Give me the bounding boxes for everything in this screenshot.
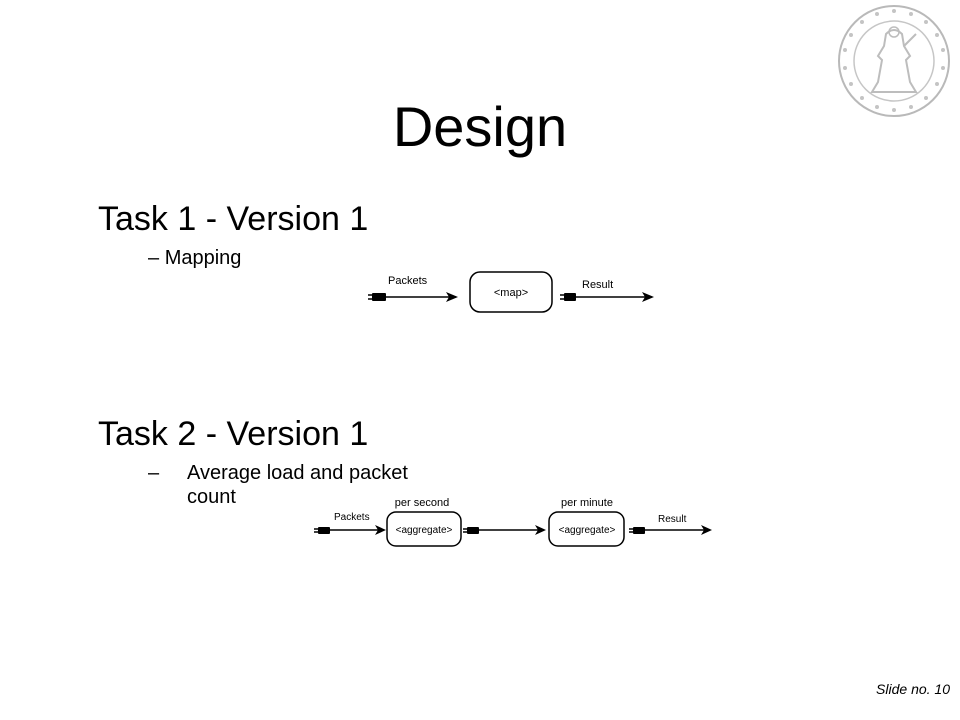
aggregate-node-1 [386, 511, 462, 547]
bullet-text: Mapping [164, 247, 242, 269]
slide-title: Design [392, 95, 568, 158]
output-label: Result [658, 514, 687, 525]
university-seal [838, 5, 950, 117]
task2-heading: Task 2 - Version 1 [98, 415, 369, 453]
input-arrow [368, 292, 458, 302]
bullet-dash: – [148, 247, 160, 269]
input-label: Packets [334, 512, 370, 523]
bullet-line-1: Average load and packet [187, 462, 408, 484]
input-label: Packets [388, 275, 428, 287]
task2-bullet-text: Average load and packet count [187, 461, 408, 509]
middle-arrow [463, 525, 546, 535]
node2-title: per minute [561, 497, 613, 509]
output-arrow [629, 525, 712, 535]
map-node [469, 271, 553, 313]
output-label: Result [582, 279, 613, 291]
task2-diagram: Packets per second <aggregate> per minut… [314, 497, 712, 547]
aggregate-node-2 [548, 511, 625, 547]
output-arrow [560, 292, 654, 302]
input-arrow [314, 525, 386, 535]
task1-heading: Task 1 - Version 1 [98, 200, 369, 238]
node2-label: <aggregate> [559, 525, 616, 536]
node1-title: per second [395, 497, 449, 509]
task1-diagram: Packets <map> Result [368, 271, 654, 313]
task1-bullet: – Mapping [148, 246, 241, 270]
node1-label: <aggregate> [396, 525, 453, 536]
task2-bullet-dash: – [148, 462, 160, 484]
map-node-label: <map> [494, 287, 528, 299]
bullet-line-2: count [187, 486, 236, 508]
slide-number: Slide no. 10 [876, 681, 950, 697]
